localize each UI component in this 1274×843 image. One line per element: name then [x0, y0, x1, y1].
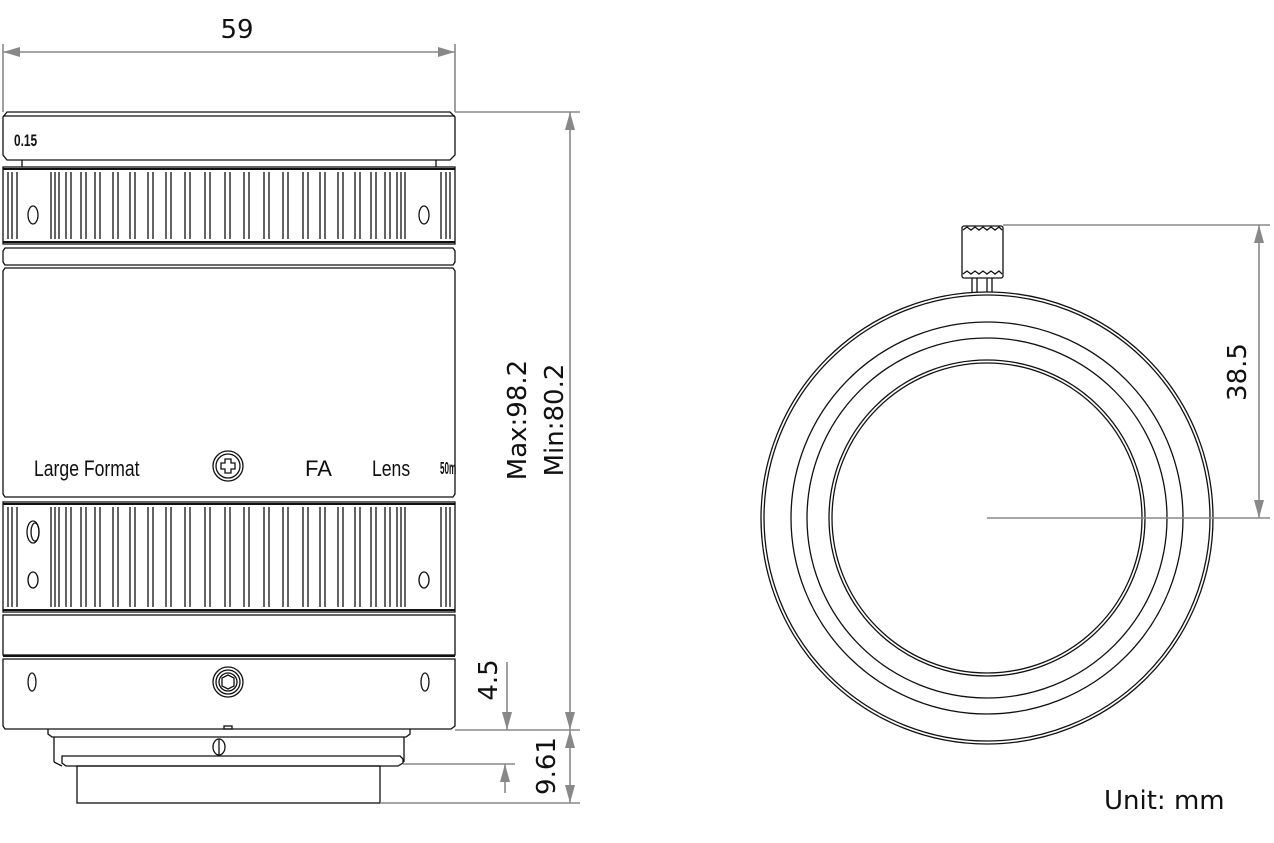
set-screw-hex-icon	[212, 666, 244, 698]
width-dimension-label: 59	[220, 15, 253, 45]
front-view: 38.5	[760, 224, 1270, 745]
flange-dimension: 4.5	[474, 659, 512, 730]
base-section	[2, 658, 456, 730]
locking-knob-icon[interactable]	[961, 225, 1004, 292]
focus-ring[interactable]	[2, 166, 456, 245]
lower-band	[2, 614, 456, 656]
flange-dimension-label: 4.5	[474, 659, 504, 700]
label-fa: FA	[305, 456, 332, 481]
side-view: 59 0.15	[2, 15, 580, 804]
front-cap-ring: 0.15	[2, 111, 456, 167]
label-large-format: Large Format	[34, 457, 140, 481]
knob-height-dimension: 38.5	[987, 224, 1270, 519]
screw-phillips-icon	[212, 450, 244, 482]
length-dimension: Max:98.2 Min:80.2	[380, 111, 580, 804]
mount-dimension: 9.61	[500, 737, 562, 795]
iris-ring[interactable]	[2, 501, 456, 613]
focus-ring-grooves	[54, 172, 402, 239]
focus-band	[2, 247, 456, 266]
lens-mount	[47, 729, 411, 804]
main-barrel: Large Format FA Lens 50m	[2, 267, 456, 498]
label-lens: Lens	[372, 457, 410, 481]
iris-ring-grooves	[54, 507, 402, 607]
max-length-label: Max:98.2	[503, 360, 533, 480]
knob-height-label: 38.5	[1223, 343, 1253, 401]
min-length-label: Min:80.2	[540, 364, 570, 477]
label-focal-length: 50m	[440, 457, 456, 478]
unit-label: Unit: mm	[1104, 786, 1225, 816]
width-dimension: 59	[2, 15, 456, 112]
focus-scale-label: 0.15	[14, 132, 37, 151]
mount-dimension-label: 9.61	[532, 737, 562, 795]
